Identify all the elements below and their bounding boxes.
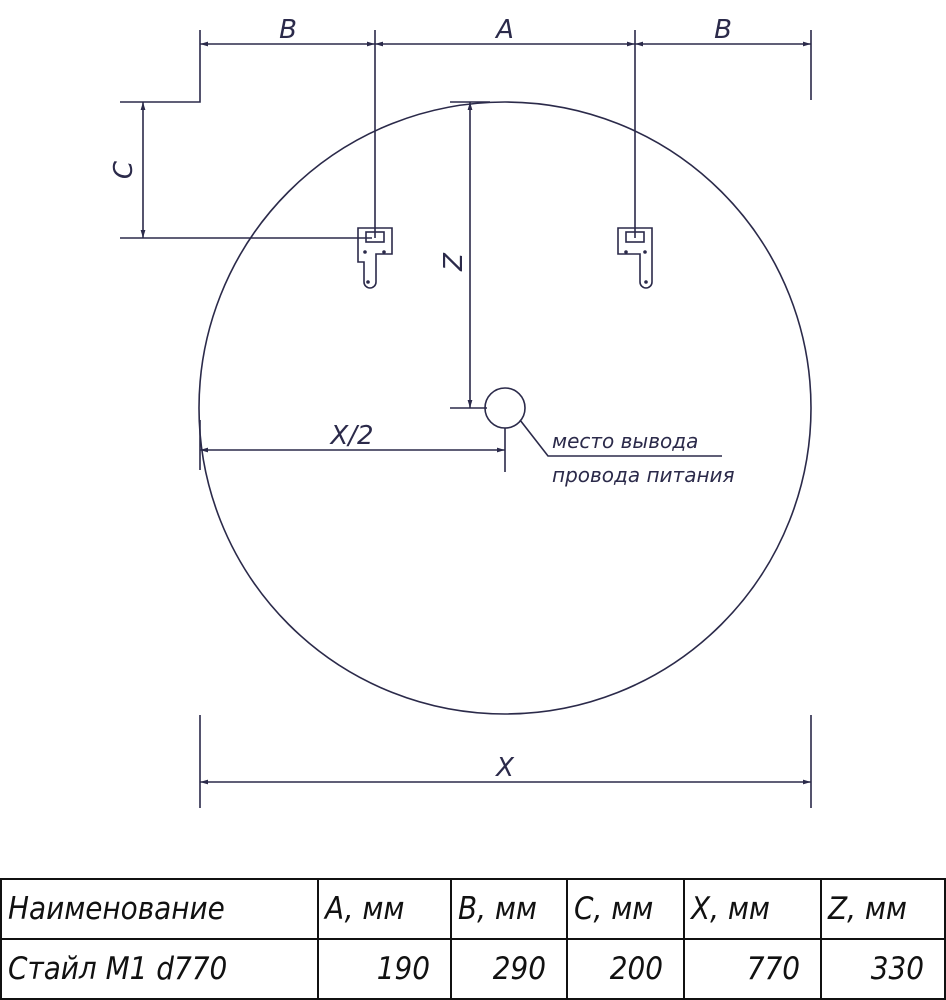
cell-a: 190: [317, 938, 452, 1000]
mounting-diagram: B A B C Z X/2 X место вывода провода пит…: [109, 15, 812, 808]
header-c: C, мм: [566, 878, 685, 940]
note-line1: место вывода: [552, 429, 698, 453]
label-c: C: [109, 160, 139, 179]
mirror-outline: [198, 101, 812, 715]
cell-name: Стайл М1 d770: [0, 938, 319, 1000]
cell-c: 200: [566, 938, 685, 1000]
header-name: Наименование: [0, 878, 319, 940]
table-header-row: Наименование A, мм B, мм C, мм X, мм Z, …: [0, 878, 946, 940]
header-a: A, мм: [317, 878, 452, 940]
label-z: Z: [439, 252, 469, 272]
label-b-right: B: [714, 15, 732, 45]
header-b: B, мм: [450, 878, 568, 940]
cell-b: 290: [450, 938, 568, 1000]
bracket-icon-right: [617, 227, 653, 289]
label-x-half: X/2: [328, 421, 373, 451]
header-x: X, мм: [683, 878, 822, 940]
cell-z: 330: [820, 938, 946, 1000]
cell-x: 770: [683, 938, 822, 1000]
note-line2: провода питания: [552, 463, 735, 487]
dimensions: B A B C Z X/2 X: [109, 15, 812, 808]
dimensions-table: Наименование A, мм B, мм C, мм X, мм Z, …: [0, 878, 946, 1000]
note-leader: [519, 419, 722, 457]
label-a: A: [494, 15, 514, 45]
table-row: Стайл М1 d770 190 290 200 770 330: [0, 938, 946, 1000]
bracket-icon-left: [357, 227, 393, 289]
power-outlet-circle: [484, 387, 526, 429]
header-z: Z, мм: [820, 878, 946, 940]
label-x: X: [494, 753, 515, 783]
label-b-left: B: [279, 15, 297, 45]
